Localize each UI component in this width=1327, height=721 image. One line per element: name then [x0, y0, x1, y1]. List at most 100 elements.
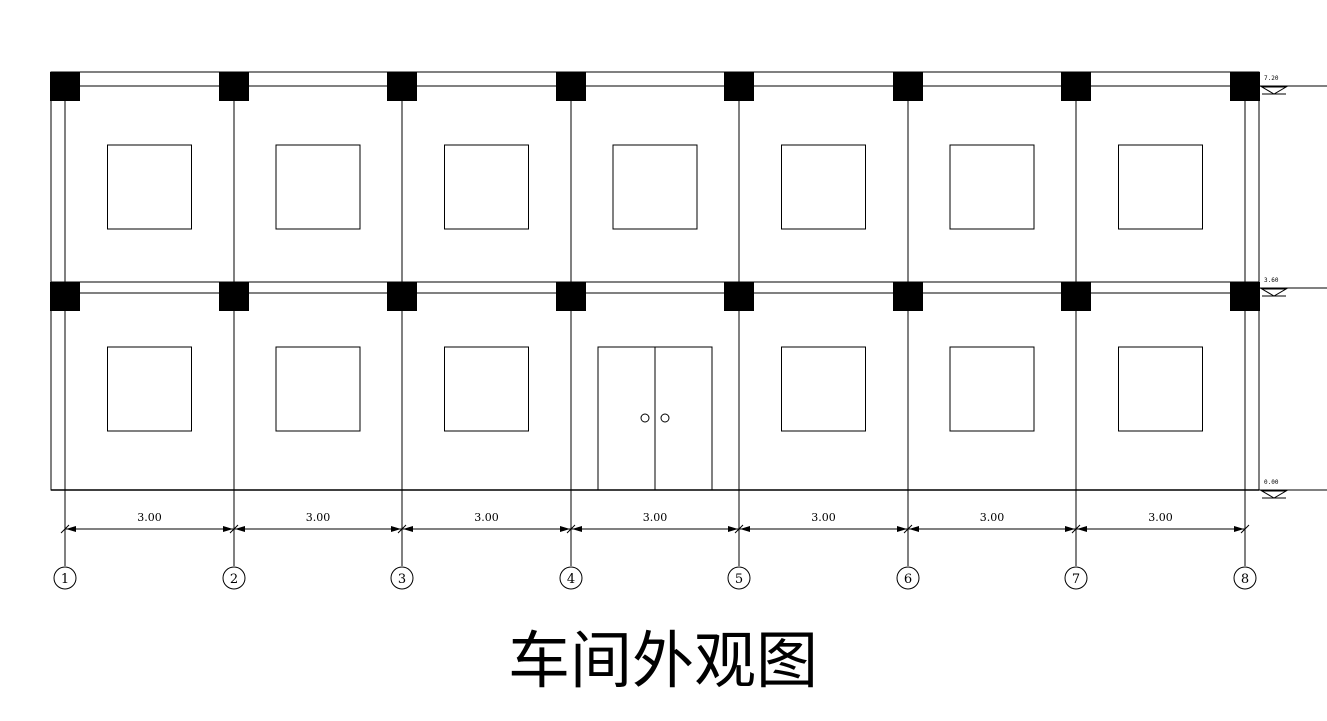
dimension-arrow	[1065, 526, 1075, 532]
bay-dimension-label: 3.00	[980, 511, 1005, 524]
column-mid	[556, 282, 586, 311]
column-top	[1230, 72, 1260, 101]
column-mid	[1230, 282, 1260, 311]
window-lower	[1118, 346, 1203, 432]
axis-circle	[390, 566, 414, 590]
window-upper	[275, 144, 361, 230]
column-top	[50, 72, 80, 101]
column-mid	[387, 282, 417, 311]
dimension-tick	[1240, 524, 1250, 534]
windows	[107, 144, 1203, 432]
column-top	[219, 72, 249, 101]
dimension-arrow	[909, 526, 919, 532]
column-mid	[50, 282, 80, 311]
dimension-arrow	[560, 526, 570, 532]
axis-circle	[53, 566, 77, 590]
window-lower	[275, 346, 361, 432]
dimension-arrow	[66, 526, 76, 532]
axis-bubble: 7	[1064, 566, 1088, 590]
bay-dimension-label: 3.00	[306, 511, 331, 524]
door-handle-right-icon	[660, 413, 670, 423]
dimension-tick	[903, 524, 913, 534]
dimension-arrow	[223, 526, 233, 532]
window-lower	[444, 346, 529, 432]
axis-bubble: 2	[222, 566, 246, 590]
dimension-arrow	[572, 526, 582, 532]
axis-circle	[559, 566, 583, 590]
elevation-markers: 7.20 3.60 0.00	[1259, 75, 1327, 499]
column-mid	[724, 282, 754, 311]
axis-circle	[1233, 566, 1257, 590]
dimension-tick	[60, 524, 70, 534]
dimension-arrow	[403, 526, 413, 532]
dimension-tick	[1071, 524, 1081, 534]
bay-dimension-label: 3.00	[643, 511, 668, 524]
column-top	[724, 72, 754, 101]
axis-bubble: 6	[896, 566, 920, 590]
window-lower	[949, 346, 1035, 432]
dimension-tick	[734, 524, 744, 534]
dimension-line	[60, 524, 1250, 534]
bay-dimension-label: 3.00	[1148, 511, 1173, 524]
dimension-tick	[397, 524, 407, 534]
dimension-arrow	[1234, 526, 1244, 532]
window-upper	[1118, 144, 1203, 230]
column-mid	[1061, 282, 1091, 311]
axis-label: 4	[567, 572, 575, 587]
elevation-marker: 0.00	[1259, 479, 1327, 499]
elevation-marker: 3.60	[1259, 277, 1327, 297]
axis-label: 5	[735, 572, 743, 587]
elevation-triangle-icon	[1260, 490, 1288, 499]
elevation-marker: 7.20	[1259, 75, 1327, 95]
axis-bubble: 4	[559, 566, 583, 590]
dimension-arrow	[1077, 526, 1087, 532]
axis-bubble: 3	[390, 566, 414, 590]
window-upper	[444, 144, 529, 230]
bay-dimension-label: 3.00	[811, 511, 836, 524]
dimension-arrow	[897, 526, 907, 532]
axis-label: 7	[1072, 572, 1080, 587]
door-handle-left-icon	[640, 413, 650, 423]
elevation-label: 3.60	[1264, 277, 1279, 284]
axis-label: 2	[230, 572, 238, 587]
axis-label: 6	[904, 572, 912, 587]
structural-columns	[50, 72, 1260, 311]
elevation-label: 0.00	[1264, 479, 1279, 486]
axis-circle	[727, 566, 751, 590]
bay-dimension-label: 3.00	[137, 511, 162, 524]
axis-bubble: 5	[727, 566, 751, 590]
column-top	[387, 72, 417, 101]
column-mid	[219, 282, 249, 311]
axis-circle	[1064, 566, 1088, 590]
axis-circle	[896, 566, 920, 590]
axis-bubbles: 1 2 3 4 5 6 7 8	[53, 566, 1257, 590]
column-top	[1061, 72, 1091, 101]
bay-dimension-label: 3.00	[474, 511, 499, 524]
elevation-triangle-icon	[1260, 288, 1288, 297]
axis-circle	[222, 566, 246, 590]
window-lower	[107, 346, 192, 432]
elevation-label: 7.20	[1264, 75, 1279, 82]
dimension-arrow	[391, 526, 401, 532]
axis-label: 1	[61, 572, 69, 587]
window-upper	[949, 144, 1035, 230]
dimension-labels: 3.00 3.00 3.00 3.00 3.00 3.00 3.00	[137, 511, 1173, 524]
dimension-arrow	[235, 526, 245, 532]
column-top	[556, 72, 586, 101]
axis-label: 8	[1241, 572, 1249, 587]
window-lower	[781, 346, 866, 432]
drawing-title: 车间外观图	[508, 624, 818, 697]
dimension-arrow	[740, 526, 750, 532]
dimension-arrow	[728, 526, 738, 532]
column-top	[893, 72, 923, 101]
elevation-triangle-icon	[1260, 86, 1288, 95]
dimension-tick	[566, 524, 576, 534]
window-upper	[781, 144, 866, 230]
axis-bubble: 8	[1233, 566, 1257, 590]
dimension-tick	[229, 524, 239, 534]
axis-label: 3	[398, 572, 406, 587]
column-grid-lines	[64, 86, 1246, 566]
window-upper	[107, 144, 192, 230]
axis-bubble: 1	[53, 566, 77, 590]
